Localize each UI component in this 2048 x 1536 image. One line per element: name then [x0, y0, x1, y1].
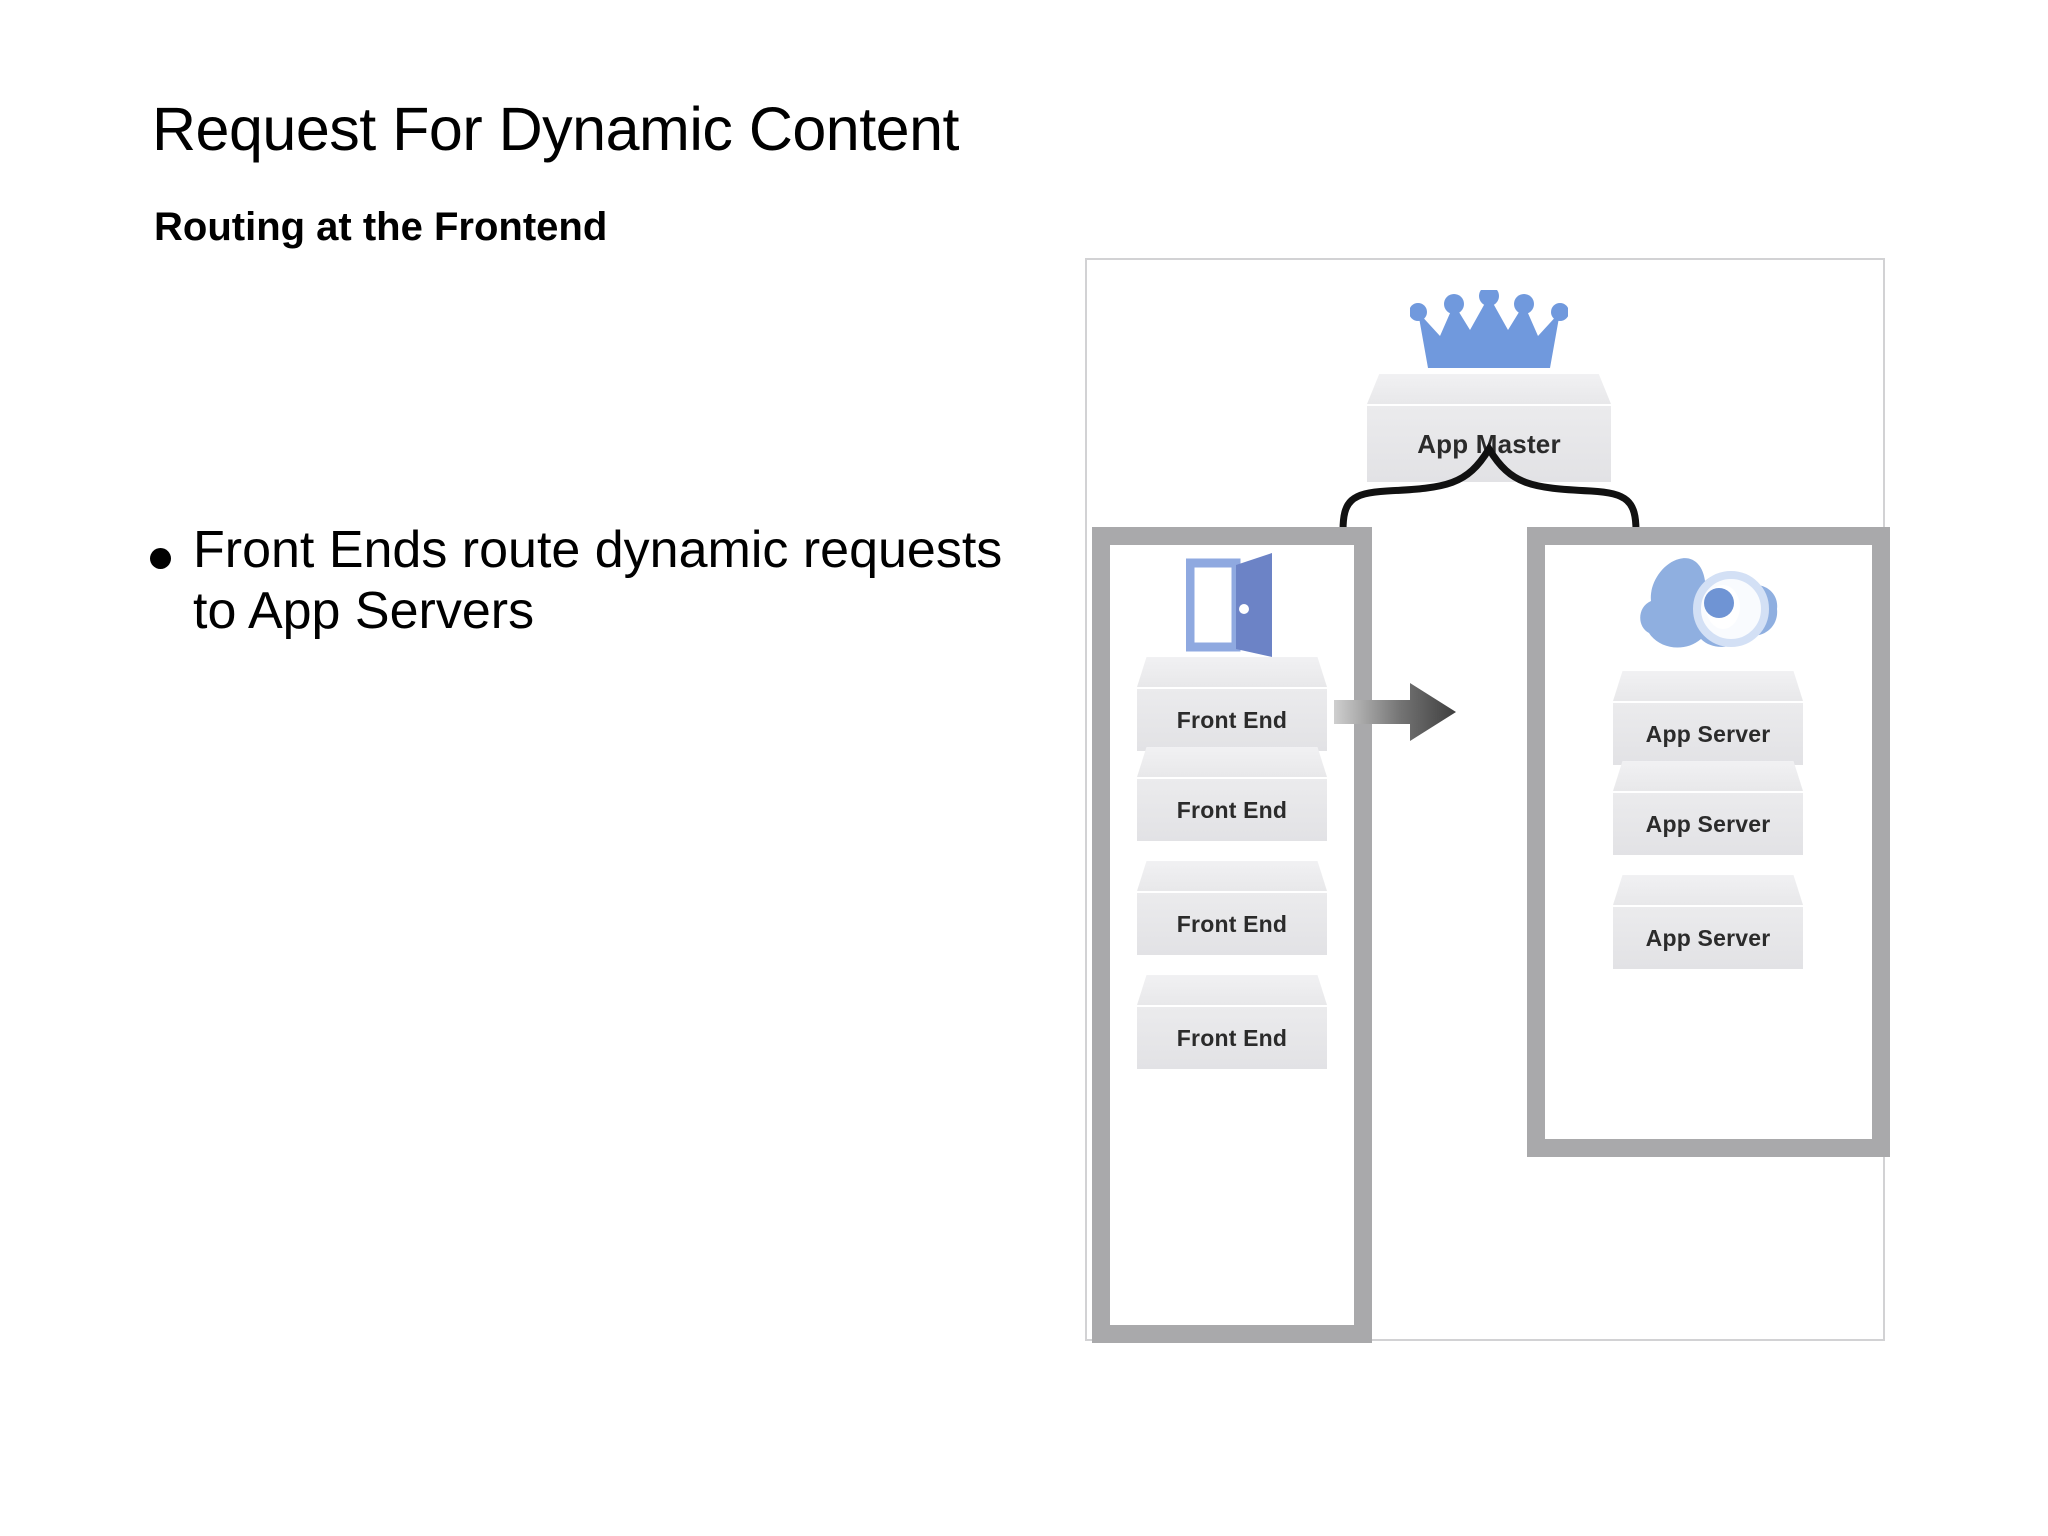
bullet-list: Front Ends route dynamic requests to App… [150, 520, 1050, 642]
node-front-end: Front End [1137, 553, 1327, 751]
node-front-end: Front End [1137, 747, 1327, 841]
front-end-icon-wrap [1137, 553, 1327, 657]
routing-arrow-icon [1334, 683, 1456, 741]
node-label: Front End [1176, 910, 1288, 937]
app-server-box: App Server [1613, 875, 1803, 969]
box-top [1137, 975, 1327, 1005]
page-subtitle: Routing at the Frontend [154, 205, 608, 249]
node-app-master: App Master [1367, 290, 1611, 482]
node-label: App Server [1645, 924, 1771, 951]
list-item: Front Ends route dynamic requests to App… [150, 520, 1050, 642]
box-body: Front End [1137, 687, 1327, 751]
app-server-icon-wrap [1613, 553, 1803, 671]
box-body: Front End [1137, 777, 1327, 841]
node-app-server: App Server [1613, 553, 1803, 765]
node-front-end: Front End [1137, 861, 1327, 955]
front-end-box: Front End [1137, 861, 1327, 955]
box-top [1613, 761, 1803, 791]
crown-icon [1410, 290, 1568, 368]
bullet-dot-icon [150, 548, 171, 569]
app-master-icon-wrap [1367, 290, 1611, 374]
gear-icon [1640, 558, 1778, 648]
front-end-box: Front End [1137, 657, 1327, 751]
box-top [1137, 657, 1327, 687]
box-body: App Server [1613, 791, 1803, 855]
node-label: App Server [1645, 720, 1771, 747]
box-top [1137, 861, 1327, 891]
node-label: Front End [1176, 706, 1288, 733]
box-top [1137, 747, 1327, 777]
front-end-box: Front End [1137, 975, 1327, 1069]
architecture-diagram: App Master Front End [1085, 258, 1890, 1343]
box-top [1613, 671, 1803, 701]
box-body: Front End [1137, 891, 1327, 955]
front-end-box: Front End [1137, 747, 1327, 841]
node-front-end: Front End [1137, 975, 1327, 1069]
appserver-group-frame: App Server App Server App Server [1527, 527, 1890, 1157]
bullet-text: Front Ends route dynamic requests to App… [193, 521, 1003, 640]
box-body: Front End [1137, 1005, 1327, 1069]
box-body: App Server [1613, 905, 1803, 969]
app-server-box: App Server [1613, 671, 1803, 765]
box-top [1367, 374, 1611, 404]
node-label: App Server [1645, 810, 1771, 837]
door-icon [1186, 553, 1272, 657]
app-server-box: App Server [1613, 761, 1803, 855]
node-label: Front End [1176, 1024, 1288, 1051]
node-app-server: App Server [1613, 875, 1803, 969]
box-body: App Server [1613, 701, 1803, 765]
box-top [1613, 875, 1803, 905]
curly-brace-connector [1339, 442, 1640, 535]
page-title: Request For Dynamic Content [152, 95, 959, 163]
frontend-group-frame: Front End Front End Front End [1092, 527, 1372, 1343]
node-label: Front End [1176, 796, 1288, 823]
app-master-box: App Master [1367, 374, 1611, 482]
node-app-server: App Server [1613, 761, 1803, 855]
